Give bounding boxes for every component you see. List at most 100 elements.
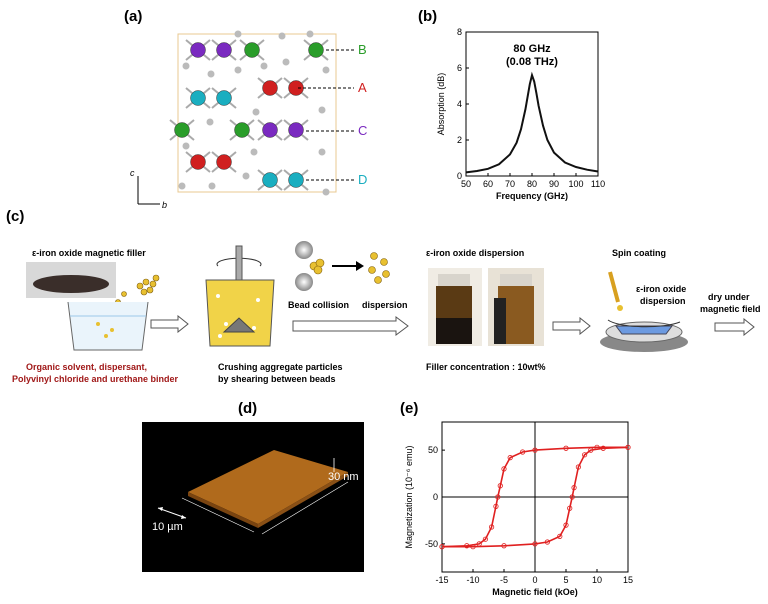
arrow-3 <box>552 317 591 335</box>
series-line-1 <box>465 71 599 174</box>
oxygen-atom <box>282 58 290 66</box>
oxygen-atom <box>207 70 215 78</box>
y-tick-label: -50 <box>425 539 438 549</box>
site-label-b: B <box>358 42 367 57</box>
filler-concentration: Filler concentration : 10wt% <box>426 362 546 372</box>
spin-dispersion-line-2: dispersion <box>640 296 686 306</box>
data-point <box>582 452 588 458</box>
axis-b-label: b <box>162 200 167 210</box>
site-b-atom <box>174 122 190 138</box>
data-point <box>497 483 503 489</box>
oxygen-atom <box>182 62 190 70</box>
oxygen-atom <box>250 148 258 156</box>
bead-collision-diagram <box>295 241 390 291</box>
oxygen-atom <box>234 66 242 74</box>
x-axis-label: Frequency (GHz) <box>496 191 568 201</box>
oxygen-atom <box>182 142 190 150</box>
x-tick-label: -5 <box>500 575 508 585</box>
crushing-line-2: by shearing between beads <box>218 374 336 384</box>
site-c-atom <box>288 122 304 138</box>
site-b-atom <box>308 42 324 58</box>
panel-c-label: (c) <box>6 208 25 225</box>
bead-mill <box>205 245 275 347</box>
dry-line-2: magnetic field <box>700 304 761 314</box>
x-tick-label: 0 <box>532 575 537 585</box>
data-point <box>575 464 581 470</box>
afm-topography-image: 10 µm 30 nm <box>142 422 364 572</box>
scale-z: 30 nm <box>328 471 359 483</box>
arrow-1 <box>150 315 189 333</box>
site-a-atom <box>288 80 304 96</box>
x-tick-label: 70 <box>505 179 515 189</box>
oxygen-atom <box>278 32 286 40</box>
data-point <box>625 444 631 450</box>
oxygen-atom <box>322 188 330 196</box>
solvent-line-1: Organic solvent, dispersant, <box>26 362 148 372</box>
spin-coater-diagram <box>600 271 688 352</box>
data-point <box>588 447 594 453</box>
data-point <box>464 543 470 549</box>
peak-annotation-1: 80 GHz <box>513 43 551 55</box>
oxygen-atom <box>306 30 314 38</box>
dispersion-label: dispersion <box>362 300 408 310</box>
oxygen-atom <box>206 118 214 126</box>
y-axis-label: Absorption (dB) <box>436 73 446 136</box>
x-tick-label: 60 <box>483 179 493 189</box>
panel-e-label: (e) <box>400 400 419 417</box>
x-tick-label: 110 <box>591 179 605 189</box>
y-tick-label: 6 <box>457 63 462 73</box>
data-point <box>569 494 575 500</box>
data-point <box>532 541 538 547</box>
x-tick-label: -10 <box>466 575 479 585</box>
y-tick-label: 0 <box>457 171 462 181</box>
data-point <box>563 522 569 528</box>
site-d-atom <box>262 172 278 188</box>
arrow-4 <box>714 318 755 336</box>
data-point <box>470 544 476 550</box>
oxygen-atom <box>242 172 250 180</box>
crushing-line-1: Crushing aggregate particles <box>218 362 343 372</box>
data-point <box>520 449 526 455</box>
x-tick-label: 10 <box>592 575 602 585</box>
y-tick-label: 50 <box>428 445 438 455</box>
data-point <box>557 533 563 539</box>
data-point <box>501 543 507 549</box>
panel-b-label: (b) <box>418 8 438 25</box>
data-point <box>507 455 513 461</box>
data-point <box>493 503 499 509</box>
x-tick-label: 100 <box>568 179 583 189</box>
data-point <box>489 524 495 530</box>
oxygen-atom <box>322 66 330 74</box>
filler-powder-image <box>26 262 116 298</box>
x-tick-label: 50 <box>461 179 471 189</box>
x-axis-label: Magnetic field (kOe) <box>492 587 578 597</box>
data-point <box>600 445 606 451</box>
oxygen-atom <box>234 30 242 38</box>
site-c-atom <box>216 42 232 58</box>
x-tick-label: 80 <box>527 179 537 189</box>
site-b-atom <box>234 122 250 138</box>
y-tick-label: 4 <box>457 99 462 109</box>
data-point <box>482 536 489 542</box>
site-c-atom <box>190 42 206 58</box>
site-label-d: D <box>358 172 367 187</box>
data-point <box>495 494 501 500</box>
scale-xy: 10 µm <box>152 521 183 533</box>
dispersion-vials-photo <box>428 268 544 346</box>
site-b-atom <box>244 42 260 58</box>
site-d-atom <box>288 172 304 188</box>
oxygen-atom <box>318 148 326 156</box>
bead-collision-label: Bead collision <box>288 300 350 310</box>
site-d-atom <box>190 90 206 106</box>
site-d-atom <box>216 90 232 106</box>
oxygen-atom <box>318 106 326 114</box>
x-tick-label: 15 <box>623 575 633 585</box>
x-tick-label: -15 <box>435 575 448 585</box>
panel-a-label: (a) <box>124 8 143 25</box>
x-tick-label: 90 <box>549 179 559 189</box>
site-label-a: A <box>358 80 367 95</box>
data-point <box>571 485 577 491</box>
site-c-atom <box>262 122 278 138</box>
